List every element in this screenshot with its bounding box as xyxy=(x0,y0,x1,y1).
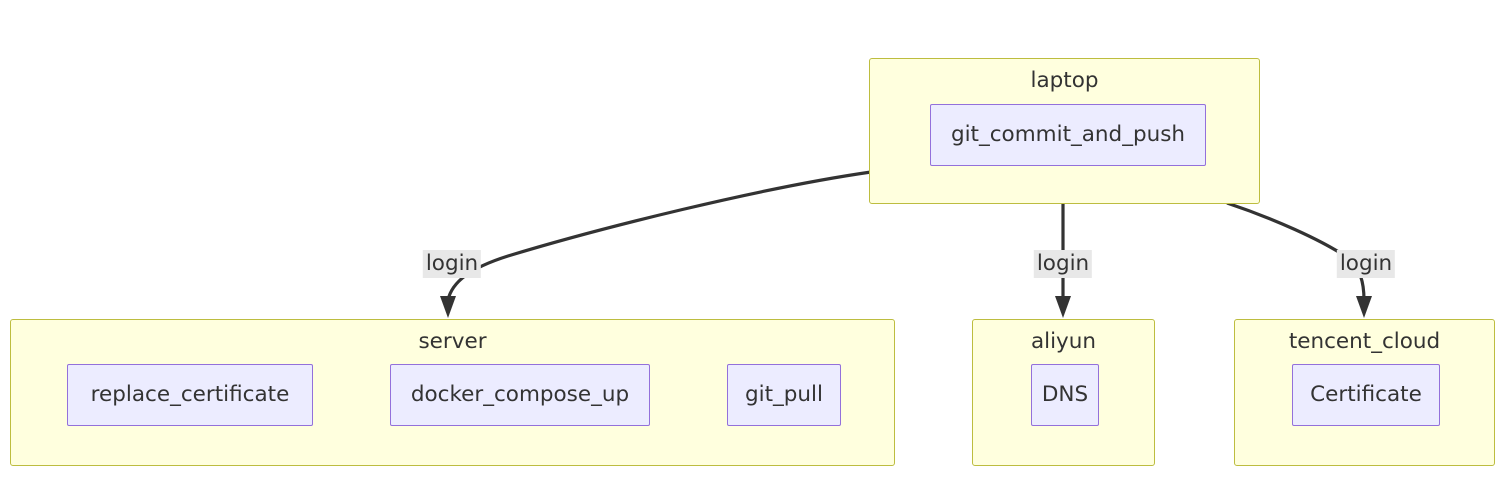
node-git-pull[interactable]: git_pull xyxy=(727,364,841,426)
edge-laptop-to-server xyxy=(440,170,872,318)
cluster-tencent-cloud[interactable]: tencent_cloud Certificate xyxy=(1234,319,1495,466)
cluster-title-laptop: laptop xyxy=(1030,68,1099,93)
arrowhead-tencent xyxy=(1356,296,1372,318)
node-label-replace-certificate: replace_certificate xyxy=(90,382,290,407)
cluster-server[interactable]: server replace_certificate docker_compos… xyxy=(10,319,895,466)
node-label-dns: DNS xyxy=(1041,382,1089,407)
arrowhead-server xyxy=(440,296,456,318)
node-certificate[interactable]: Certificate xyxy=(1292,364,1440,426)
node-label-git-pull: git_pull xyxy=(744,382,824,407)
node-git-commit-and-push[interactable]: git_commit_and_push xyxy=(930,104,1206,166)
cluster-laptop[interactable]: laptop git_commit_and_push xyxy=(869,58,1260,204)
node-label-git-commit-and-push: git_commit_and_push xyxy=(950,122,1186,147)
node-dns[interactable]: DNS xyxy=(1031,364,1099,426)
edge-label-laptop-to-server: login xyxy=(422,250,482,278)
cluster-title-tencent-cloud: tencent_cloud xyxy=(1288,329,1441,354)
cluster-aliyun[interactable]: aliyun DNS xyxy=(972,319,1155,466)
node-replace-certificate[interactable]: replace_certificate xyxy=(67,364,313,426)
cluster-title-server: server xyxy=(418,329,487,354)
node-docker-compose-up[interactable]: docker_compose_up xyxy=(390,364,650,426)
edge-label-laptop-to-aliyun: login xyxy=(1033,250,1093,278)
node-label-docker-compose-up: docker_compose_up xyxy=(410,382,630,407)
arrowhead-aliyun xyxy=(1055,296,1071,318)
cluster-title-aliyun: aliyun xyxy=(1030,329,1097,354)
node-label-certificate: Certificate xyxy=(1310,382,1422,407)
edge-label-laptop-to-tencent-cloud: login xyxy=(1336,250,1396,278)
